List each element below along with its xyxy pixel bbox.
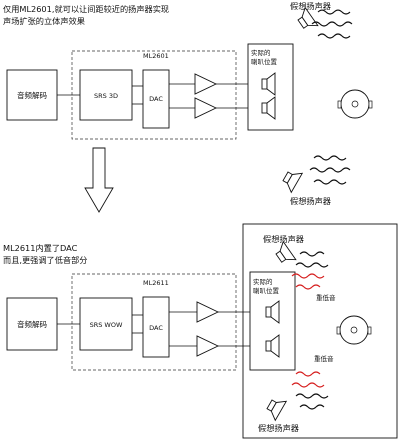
top-actual-speaker-label-line1: 实际的 [251, 48, 271, 57]
sound-wave-icon [295, 393, 329, 399]
top-processor-label: SRS 3D [94, 92, 118, 100]
top-caption-line1: 仅用ML2601,就可以让间距较近的扬声器实现 [3, 4, 169, 14]
top-caption-line2: 声场扩张的立体声效果 [3, 16, 85, 26]
sound-wave-icon [295, 284, 321, 290]
listener-head-icon [337, 89, 373, 119]
top-decoder-label: 音频解码 [17, 90, 47, 100]
sound-wave-icon [313, 155, 347, 161]
speaker-icon [265, 300, 280, 324]
sound-wave-icon [299, 251, 325, 257]
bottom-actual-speaker-box [249, 271, 296, 371]
bottom-dac-block [142, 296, 170, 358]
sound-wave-icon [313, 179, 347, 185]
bottom-actual-speaker-label-line1: 实际的 [253, 277, 273, 286]
bottom-bass-label-top: 重低音 [316, 293, 336, 302]
speaker-icon [265, 334, 280, 358]
speaker-icon [261, 72, 276, 96]
sound-wave-icon [295, 371, 321, 377]
top-virtual-speaker-label-top: 假想扬声器 [290, 1, 331, 11]
top-actual-speaker-label-line2: 喇叭位置 [251, 57, 278, 66]
top-dac-label: DAC [149, 95, 163, 103]
bottom-processor-label: SRS WOW [90, 321, 123, 329]
bottom-processor-block [79, 297, 133, 351]
bottom-virtual-speaker-label-bottom: 假想扬声器 [258, 423, 299, 433]
amplifier-icon [196, 335, 220, 357]
bottom-decoder-label: 音频解码 [17, 319, 47, 329]
bottom-virtual-speaker-label-top: 假想扬声器 [263, 234, 304, 244]
top-virtual-speaker-label-bottom: 假想扬声器 [290, 196, 331, 206]
top-section: 仅用ML2601,就可以让间距较近的扬声器实现 声场扩张的立体声效果 ML260… [3, 1, 373, 206]
speaker-icon [261, 96, 276, 120]
sound-wave-icon [317, 9, 351, 15]
bottom-chip-boundary [71, 273, 237, 371]
speaker-icon [266, 399, 288, 422]
bottom-actual-speaker-label-line2: 喇叭位置 [253, 286, 280, 295]
sound-wave-icon [309, 167, 351, 173]
amplifier-icon [194, 97, 218, 119]
bottom-caption-line1: ML2611内置了DAC [3, 243, 78, 253]
bottom-dac-label: DAC [149, 324, 163, 332]
top-dac-block [142, 69, 170, 129]
bottom-chip-label: ML2611 [143, 279, 169, 287]
down-arrow-icon [84, 147, 114, 213]
sound-wave-icon [311, 21, 353, 27]
speaker-icon [275, 240, 297, 263]
top-chip-label: ML2601 [143, 52, 169, 60]
bottom-decoder-block [6, 297, 58, 351]
bottom-bass-label-bottom: 重低音 [314, 354, 334, 363]
amplifier-icon [194, 73, 218, 95]
bottom-section: ML2611内置了DAC 而且,更强调了低音部分 ML2611 音频解码 SRS… [3, 223, 398, 439]
speaker-icon [297, 6, 319, 29]
sound-wave-icon [299, 404, 325, 410]
bottom-caption-line2: 而且,更强调了低音部分 [3, 255, 87, 265]
sound-wave-icon [291, 273, 325, 279]
top-processor-block [79, 69, 133, 121]
amplifier-icon [196, 301, 220, 323]
speaker-icon [282, 171, 304, 194]
sound-wave-icon [317, 33, 351, 39]
sound-wave-icon [295, 262, 329, 268]
listener-head-icon [336, 315, 372, 345]
sound-wave-icon [291, 382, 325, 388]
